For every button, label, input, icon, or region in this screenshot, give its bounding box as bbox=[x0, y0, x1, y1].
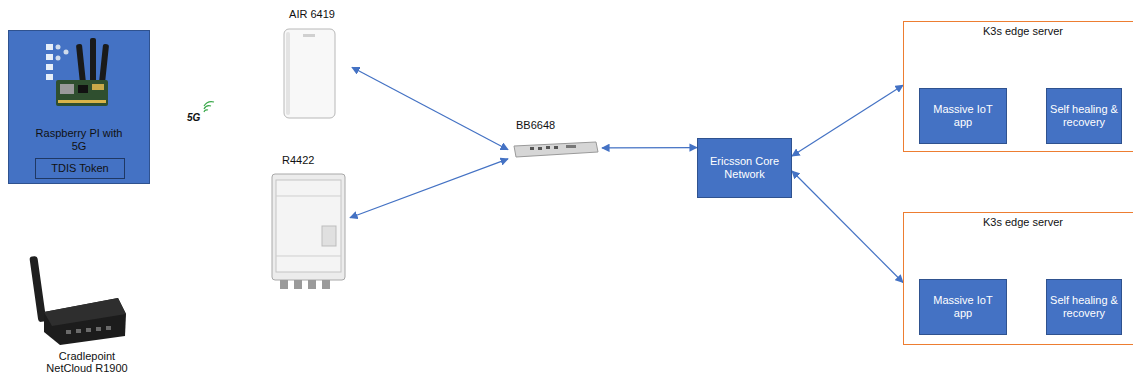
app-box: Massive IoT app bbox=[919, 279, 1007, 335]
node-label: Massive IoT app bbox=[923, 103, 1003, 129]
raspberry-pi-picture bbox=[99, 44, 109, 84]
radio-unit: AIR 6419 bbox=[272, 8, 352, 122]
router-picture bbox=[44, 298, 126, 345]
baseband-picture bbox=[530, 147, 534, 150]
baseband-picture bbox=[514, 142, 598, 157]
link-arrow bbox=[792, 171, 903, 283]
device-box: Raspberry PI with 5G TDIS Token bbox=[8, 30, 150, 184]
node-label: AIR 6419 bbox=[289, 8, 335, 21]
radio-unit-picture bbox=[294, 280, 302, 289]
radio-unit-picture bbox=[322, 226, 336, 246]
raspberry-pi-picture bbox=[60, 84, 74, 94]
node-label: Ericsson Core Network bbox=[701, 155, 788, 181]
router-picture bbox=[106, 326, 111, 330]
node-label: BB6648 bbox=[516, 119, 555, 132]
edge-server-group: K3s edge serverMassive IoT app Self heali… bbox=[903, 21, 1133, 152]
token-box: TDIS Token bbox=[35, 158, 125, 179]
raspberry-pi-picture bbox=[92, 84, 104, 90]
router-device: Cradlepoint NetCloud R1900 bbox=[24, 250, 150, 378]
router-picture bbox=[29, 256, 46, 322]
raspberry-pi-picture bbox=[46, 74, 53, 80]
link-arrow bbox=[602, 147, 697, 148]
app-box: Self healing & recovery bbox=[1046, 88, 1122, 144]
node-label: Massive IoT app bbox=[923, 294, 1003, 320]
radio-unit-picture bbox=[280, 280, 288, 289]
signal-icon bbox=[204, 106, 211, 109]
raspberry-pi-picture bbox=[90, 38, 96, 84]
radio-unit-picture bbox=[276, 180, 341, 272]
radio-unit-picture bbox=[272, 174, 345, 289]
radio-unit-picture bbox=[284, 29, 335, 118]
node-label: TDIS Token bbox=[51, 162, 108, 175]
network-label-text: 5G bbox=[187, 111, 200, 124]
app-box: Massive IoT app bbox=[919, 88, 1007, 144]
baseband-picture bbox=[546, 146, 550, 149]
link-arrow bbox=[350, 159, 508, 218]
baseband-unit: BB6648 bbox=[508, 118, 602, 162]
node-label: Self healing & recovery bbox=[1050, 294, 1118, 320]
router-picture bbox=[96, 327, 101, 331]
link-arrow bbox=[352, 67, 508, 149]
raspberry-pi-picture bbox=[64, 50, 69, 55]
radio-unit-picture bbox=[276, 256, 341, 257]
raspberry-pi-picture bbox=[56, 56, 61, 61]
signal-icon bbox=[204, 102, 214, 106]
radio-unit-picture bbox=[284, 29, 335, 118]
node-label: Self healing & recovery bbox=[1050, 103, 1118, 129]
router-picture bbox=[66, 330, 71, 334]
network-label: 5G bbox=[187, 111, 200, 124]
radio-unit-picture bbox=[303, 34, 315, 37]
raspberry-pi-picture bbox=[78, 85, 88, 93]
router-picture bbox=[76, 329, 81, 333]
radio-unit-picture bbox=[322, 280, 330, 289]
link-arrow bbox=[792, 85, 903, 156]
node-label: Raspberry PI with 5G bbox=[29, 127, 129, 153]
radio-unit-picture bbox=[308, 280, 316, 289]
raspberry-pi-picture bbox=[46, 44, 53, 50]
signal-icon bbox=[204, 102, 214, 112]
router-picture bbox=[44, 298, 126, 326]
baseband-picture bbox=[538, 147, 542, 150]
raspberry-pi-picture bbox=[56, 80, 108, 106]
raspberry-pi-picture bbox=[46, 64, 53, 70]
raspberry-pi-picture bbox=[58, 100, 106, 103]
core-network-box: Ericsson Core Network bbox=[697, 138, 792, 198]
raspberry-pi-picture bbox=[76, 44, 86, 84]
baseband-picture bbox=[554, 146, 558, 149]
radio-unit: R4422 bbox=[266, 152, 350, 292]
device-box-fill bbox=[8, 30, 150, 184]
node-label: K3s edge server bbox=[983, 25, 1063, 38]
baseband-picture bbox=[514, 142, 598, 157]
radio-unit-picture bbox=[272, 174, 345, 280]
signal-icon bbox=[204, 110, 208, 112]
radio-unit-picture bbox=[286, 32, 290, 115]
raspberry-pi-picture bbox=[46, 54, 53, 60]
app-box: Self healing & recovery bbox=[1046, 279, 1122, 335]
raspberry-pi-picture bbox=[56, 45, 61, 50]
raspberry-pi-picture bbox=[46, 38, 109, 106]
router-picture bbox=[29, 256, 126, 345]
node-label: K3s edge server bbox=[983, 216, 1063, 229]
baseband-picture bbox=[566, 145, 576, 148]
edge-server-group: K3s edge serverMassive IoT app Self heali… bbox=[903, 212, 1133, 345]
router-picture bbox=[86, 328, 91, 332]
node-label: Cradlepoint NetCloud R1900 bbox=[41, 350, 133, 374]
node-label: R4422 bbox=[282, 154, 314, 167]
radio-unit-picture bbox=[276, 196, 341, 197]
